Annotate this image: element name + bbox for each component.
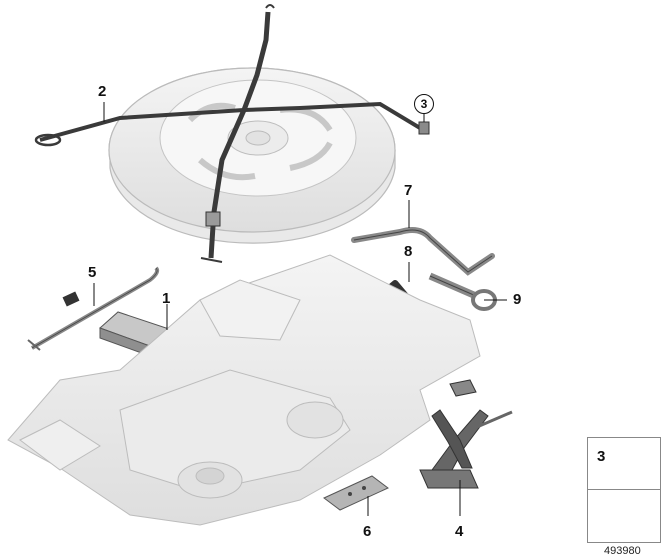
- callout-8: 8: [404, 243, 413, 260]
- callout-9: 9: [513, 291, 522, 308]
- legend-divider: [588, 489, 660, 490]
- tie-down-strap: [34, 4, 422, 263]
- callout-3: 3: [414, 94, 434, 114]
- callout-7: 7: [404, 182, 413, 199]
- legend-box: 3: [587, 437, 661, 543]
- callout-6: 6: [363, 523, 372, 540]
- leader-lines: [93, 102, 507, 516]
- storage-tray: [7, 254, 481, 526]
- bracket: [323, 475, 389, 511]
- callout-5: 5: [88, 264, 97, 281]
- spare-wheel: [108, 67, 396, 244]
- callout-4: 4: [455, 523, 464, 540]
- screw-part: [418, 121, 430, 135]
- callout-2: 2: [98, 83, 107, 100]
- towing-eye: [428, 272, 497, 311]
- callout-1: 1: [162, 290, 171, 307]
- legend-item-number: 3: [597, 448, 606, 465]
- hook-tool: [27, 266, 160, 351]
- document-number: 493980: [604, 545, 641, 557]
- car-jack: [419, 379, 513, 489]
